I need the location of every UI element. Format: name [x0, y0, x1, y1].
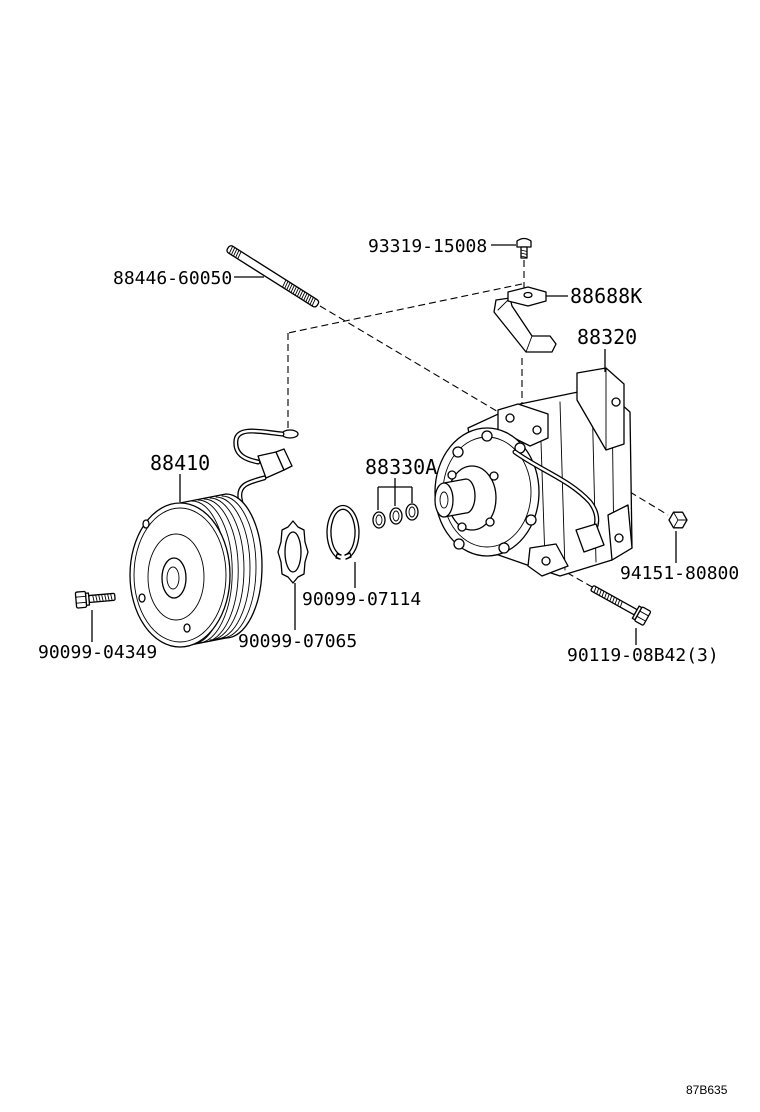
callout-nut[interactable]: 94151-80800 — [620, 563, 739, 584]
bracket-bolt-hole — [523, 291, 533, 299]
clutch-bolt-threads — [92, 593, 113, 603]
mounting-bolt-shank — [590, 585, 638, 615]
bracket-arm — [493, 297, 557, 353]
compressor-shaft-bore — [439, 491, 449, 509]
snap-ring-end — [344, 552, 352, 560]
shims — [372, 503, 419, 529]
compressor-front-bolt — [481, 430, 493, 442]
clutch-bolt — [74, 590, 116, 609]
compressor-body-ribs — [539, 395, 615, 571]
mounting-bolt-head — [634, 606, 652, 626]
shim-bore — [408, 506, 416, 518]
snap-ring-inner — [330, 508, 356, 556]
compressor-right-ear-hole — [614, 533, 624, 543]
compressor-wire-connector — [575, 523, 605, 553]
mounting-bolt — [590, 585, 652, 626]
shim — [389, 507, 403, 525]
pulley-clutch-plate — [147, 533, 205, 621]
callout-bracket[interactable]: 88688K — [570, 284, 642, 308]
compressor-front-bolt — [498, 542, 510, 554]
clutch-wire-upper-core — [234, 429, 284, 464]
clutch-bolt-head — [74, 590, 88, 609]
screw — [516, 237, 532, 259]
stud-bolt-shank — [226, 245, 320, 308]
pulley-front-rim — [133, 507, 227, 643]
dashed-line-compressor-to-nut — [629, 491, 669, 516]
clutch-wire-connector-cap — [275, 448, 293, 471]
leader-lines — [91, 244, 677, 645]
callout-screw[interactable]: 93319-15008 — [368, 236, 487, 257]
pulley — [129, 493, 263, 648]
clutch-bolt-head-edge — [75, 595, 87, 604]
screw-head — [516, 237, 532, 248]
bracket — [493, 286, 557, 353]
callout-pulley[interactable]: 88410 — [150, 451, 210, 475]
compressor-shaft-end — [434, 482, 454, 518]
callout-compressor[interactable]: 88320 — [577, 325, 637, 349]
callout-mounting-bolt[interactable]: 90119-08B42(3) — [567, 645, 719, 666]
nut-hex-edge — [673, 511, 688, 529]
dashed-line-compressor-to-bolt — [547, 561, 595, 589]
toothed-washer-bore — [284, 531, 302, 573]
compressor-front-bolt — [525, 514, 537, 526]
compressor-front-bolt — [452, 446, 464, 458]
shim-bore — [392, 510, 400, 522]
pulley-hole — [138, 593, 146, 603]
compressor-top-ear-hole — [532, 425, 542, 435]
pulley-hole — [183, 623, 191, 633]
screw-threads — [520, 249, 528, 258]
dashed-line-stud-to-compressor — [319, 305, 501, 414]
compressor-hub-lug — [485, 517, 495, 527]
callout-stud-bolt[interactable]: 88446-60050 — [113, 268, 232, 289]
illustration-code: 87B635 — [686, 1083, 728, 1097]
mounting-bolt-head-edge — [636, 610, 650, 622]
compressor-hub-lug — [457, 522, 467, 532]
snap-ring — [326, 504, 360, 560]
leader-line-shims — [377, 478, 413, 510]
compressor-right-ear — [607, 504, 633, 561]
dashed-line-bracket-to-wire — [287, 283, 523, 334]
screw-shank — [520, 246, 528, 259]
callout-snap-ring[interactable]: 90099-07114 — [302, 589, 421, 610]
snap-ring-end — [335, 553, 342, 560]
shim-bore — [375, 514, 383, 526]
compressor-bottom-ear-hole — [541, 556, 551, 566]
callout-labels: 93319-15008 88446-60050 88688K 88320 884… — [38, 236, 739, 666]
pulley-hub — [161, 557, 187, 599]
compressor-rear-mount-edge — [576, 367, 607, 451]
pulley-hub-bore — [166, 566, 180, 590]
toothed-washer — [277, 520, 309, 584]
pulley-hole — [142, 519, 150, 529]
mounting-bolt-threads — [593, 586, 623, 608]
compressor — [434, 367, 633, 577]
snap-ring-outer — [326, 504, 360, 560]
stud-bolt-threads — [228, 245, 316, 307]
callout-shims[interactable]: 88330A — [365, 455, 437, 479]
shim — [405, 503, 419, 521]
callout-toothed-washer[interactable]: 90099-07065 — [238, 631, 357, 652]
compressor-rear-mount-hole — [611, 397, 621, 407]
shim — [372, 511, 386, 529]
compressor-hub-lug — [447, 470, 457, 480]
stud-bolt — [226, 245, 320, 308]
compressor-hub-lug — [489, 471, 499, 481]
nut — [668, 511, 688, 529]
callout-clutch-bolt[interactable]: 90099-04349 — [38, 642, 157, 663]
compressor-top-ear-bolt — [505, 413, 515, 423]
compressor-front-bolt — [453, 538, 465, 550]
